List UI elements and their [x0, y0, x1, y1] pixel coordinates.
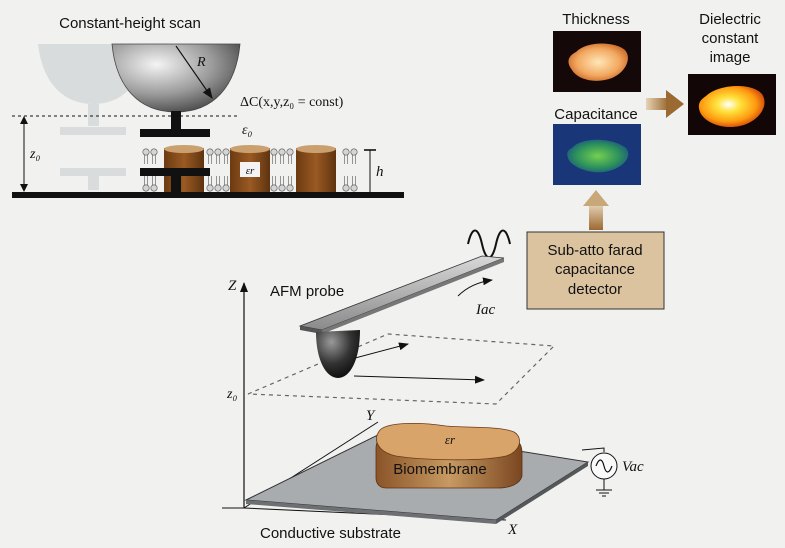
scan-plane [247, 333, 556, 405]
protein-epsilon-r-label: εr [246, 165, 255, 177]
membrane-epsilon-r-label: εr [445, 432, 456, 447]
afm-probe-label: AFM probe [270, 283, 344, 300]
ac-voltage-source: Vac [581, 447, 644, 497]
detector-line2: capacitance [555, 261, 635, 278]
capacitance-change-label: ΔC(x,y,z₀ = const) [240, 95, 344, 110]
axis-y-label: Y [366, 408, 376, 424]
images-to-dielectric-arrow [646, 90, 684, 118]
detector-line3: detector [568, 281, 622, 298]
axis-x-label: X [507, 522, 518, 538]
current-label: Iac [475, 302, 495, 318]
substrate-label: Conductive substrate [260, 525, 401, 542]
current-arrow [457, 277, 493, 297]
axis-z-label: Z [228, 278, 237, 294]
lipid-bilayer [142, 148, 358, 192]
height-label: h [376, 164, 384, 180]
voltage-label: Vac [622, 459, 644, 475]
dielectric-title-line3: image [710, 49, 751, 66]
dielectric-title-line2: constant [702, 30, 760, 47]
thickness-title: Thickness [562, 11, 630, 28]
biomembrane: εr Biomembrane [375, 422, 523, 489]
image-results-panel: Thickness Capacitance Dielectric constan… [553, 11, 776, 230]
scan-title: Constant-height scan [59, 15, 201, 32]
epsilon-zero-label: ε₀ [242, 123, 253, 138]
afm-setup-3d: Z Y X εr Biomembrane Vac z₀ [222, 255, 644, 542]
dielectric-title-line1: Dielectric [699, 11, 761, 28]
constant-height-scan-panel: Constant-height scan R ΔC(x,y,z₀ = const… [12, 15, 404, 198]
ac-wave-icon [467, 229, 511, 259]
scan-probe: R [111, 43, 241, 137]
detector-to-images-arrow [583, 190, 609, 230]
capacitance-detector: Sub-atto farad capacitance detector [467, 229, 665, 310]
setup-z0-label: z₀ [226, 387, 237, 402]
capacitance-title: Capacitance [554, 106, 637, 123]
afm-probe: AFM probe [270, 255, 505, 378]
biomembrane-label: Biomembrane [393, 461, 486, 478]
scan-substrate [12, 192, 404, 198]
tip-radius-label: R [196, 55, 206, 70]
detector-line1: Sub-atto farad [547, 242, 642, 259]
scan-z0-label: z₀ [29, 147, 40, 162]
